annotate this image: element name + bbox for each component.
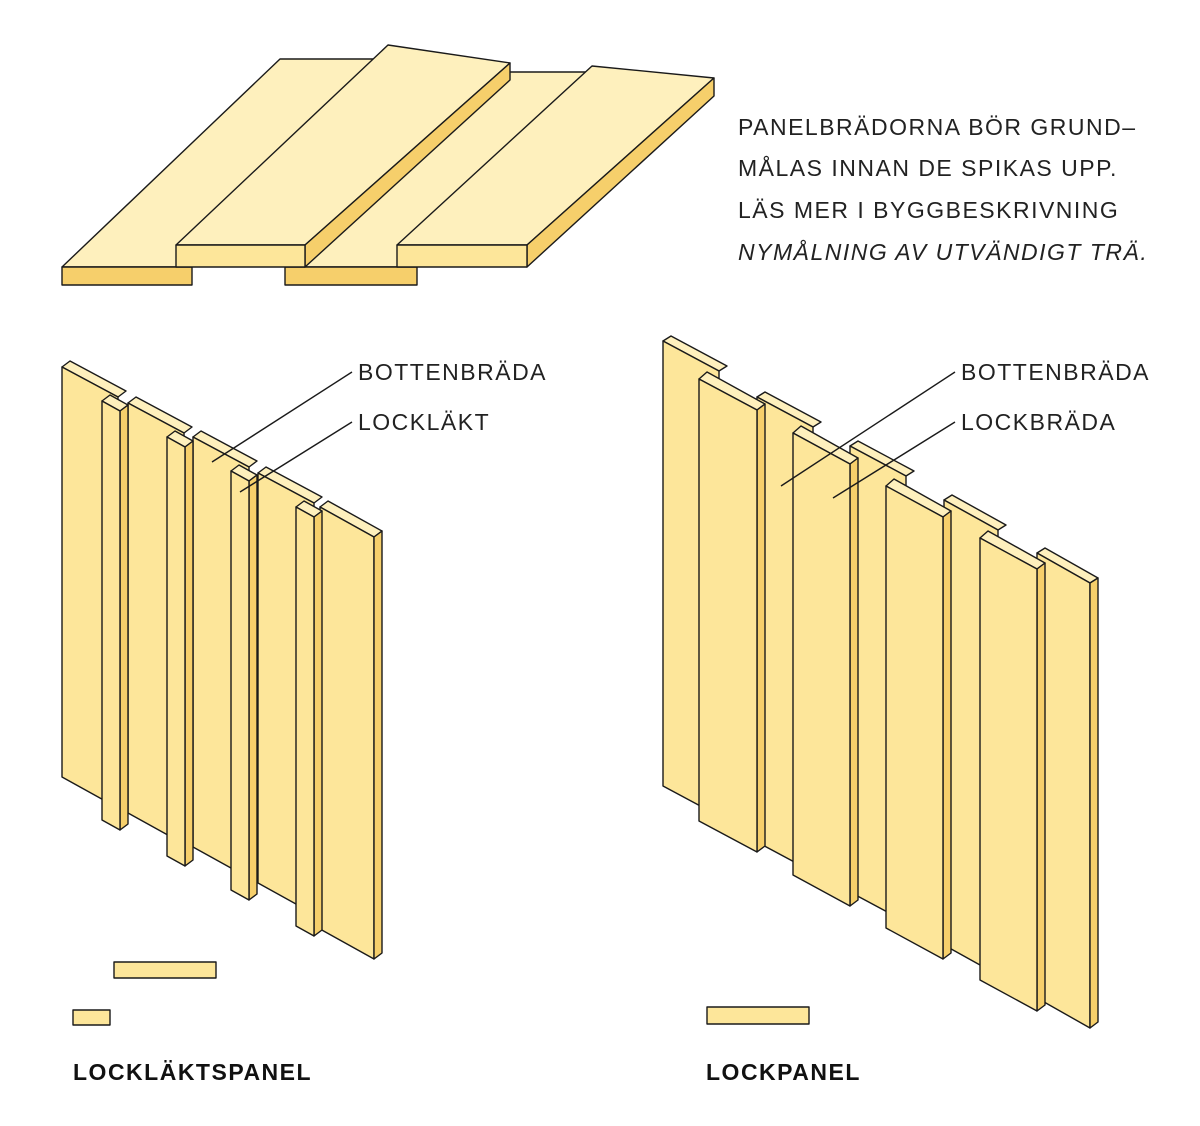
cover-board (698, 371, 766, 853)
cross-section-lockpanel (706, 1006, 810, 1025)
flat-upper-board-2 (396, 65, 715, 268)
cover-board (792, 425, 859, 907)
cover-board (885, 478, 952, 960)
lockpanel-illustration: BOTTENBRÄDA LOCKBRÄDA LOCKPANEL (662, 335, 1150, 1085)
cross-section-cover-strip (72, 1009, 111, 1026)
leader-line-cover-board (832, 421, 956, 499)
cover-strip (295, 500, 323, 937)
note-line-4-reference: NYMÅLNING AV UTVÄNDIGT TRÄ. (738, 238, 1148, 265)
bottom-board (1036, 547, 1099, 1029)
bottom-board (319, 500, 383, 960)
flat-boards-illustration (61, 44, 715, 286)
cover-strip (101, 394, 129, 831)
cover-strip (230, 464, 258, 901)
leader-line-bottom-board (211, 371, 353, 463)
panel-title-lockläktspanel: LOCKLÄKTSPANEL (73, 1059, 312, 1085)
leader-line-cover-strip (239, 421, 353, 493)
cover-strip (166, 430, 194, 867)
leader-line-bottom-board (780, 371, 956, 487)
painting-note: PANELBRÄDORNA BÖR GRUND– MÅLAS INNAN DE … (738, 114, 1148, 265)
note-line-3: LÄS MER I BYGGBESKRIVNING (738, 197, 1119, 223)
panel-title-lockpanel: LOCKPANEL (706, 1059, 861, 1085)
lockläktspanel-illustration: BOTTENBRÄDA LOCKLÄKT LOCKLÄKTSPANEL (61, 359, 547, 1085)
note-line-2: MÅLAS INNAN DE SPIKAS UPP. (738, 154, 1118, 181)
label-cover-board: LOCKBRÄDA (961, 409, 1116, 435)
cross-section-bottom-board (113, 961, 217, 979)
label-bottom-board: BOTTENBRÄDA (358, 359, 547, 385)
label-bottom-board: BOTTENBRÄDA (961, 359, 1150, 385)
label-cover-strip: LOCKLÄKT (358, 409, 490, 435)
flat-lower-board-1 (61, 58, 399, 286)
note-line-1: PANELBRÄDORNA BÖR GRUND– (738, 114, 1137, 140)
flat-upper-board-1 (175, 44, 511, 268)
cover-board (979, 530, 1046, 1012)
